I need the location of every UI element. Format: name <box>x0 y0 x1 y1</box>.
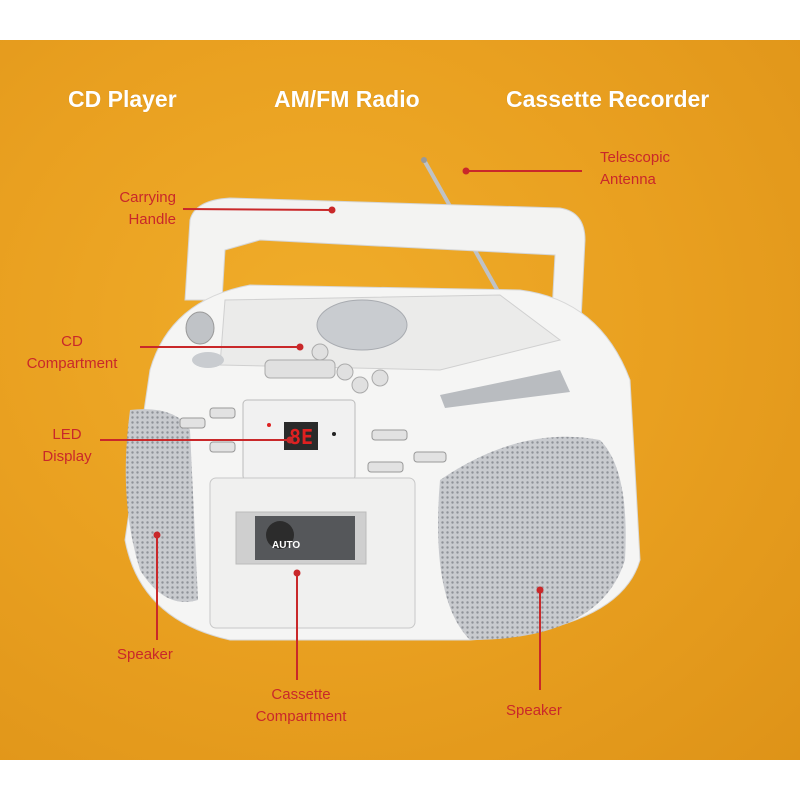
callout-line-2: Handle <box>128 211 176 228</box>
callout-speaker-right: Speaker <box>506 702 562 719</box>
callout-speaker-left: Speaker <box>117 646 173 663</box>
heading-cassette-recorder: Cassette Recorder <box>506 86 710 112</box>
volume-knob <box>185 311 215 345</box>
svg-text:8E: 8E <box>289 425 313 449</box>
left-speaker-grille <box>125 409 198 602</box>
cassette-auto-text: AUTO <box>272 540 300 551</box>
callout-line-1: CD <box>61 333 83 350</box>
callout-carrying-handle: Carrying Handle <box>104 187 176 231</box>
callout-line-2: Compartment <box>255 708 347 725</box>
callout-line-1: Telescopic <box>600 149 671 166</box>
led-display <box>284 422 318 450</box>
cd-lid <box>316 299 408 351</box>
callout-led-display: LED Display <box>36 424 98 468</box>
callout-cassette-compartment: Cassette Compartment <box>240 684 362 728</box>
right-speaker-grille <box>438 436 626 640</box>
callout-line-1: Carrying <box>119 189 176 206</box>
callout-line-1: LED <box>52 426 82 443</box>
callout-lines <box>100 170 582 690</box>
callout-line-1: Cassette <box>271 686 331 703</box>
callout-line-2: Compartment <box>26 355 118 372</box>
callout-line-2: Display <box>42 448 92 465</box>
heading-am-fm-radio: AM/FM Radio <box>274 86 420 112</box>
heading-cd-player: CD Player <box>68 86 177 112</box>
callout-dots <box>153 167 544 594</box>
callout-line-2: Antenna <box>600 171 656 188</box>
callout-telescopic-antenna: Telescopic Antenna <box>600 147 670 191</box>
callout-cd-compartment: CD Compartment <box>12 331 132 375</box>
